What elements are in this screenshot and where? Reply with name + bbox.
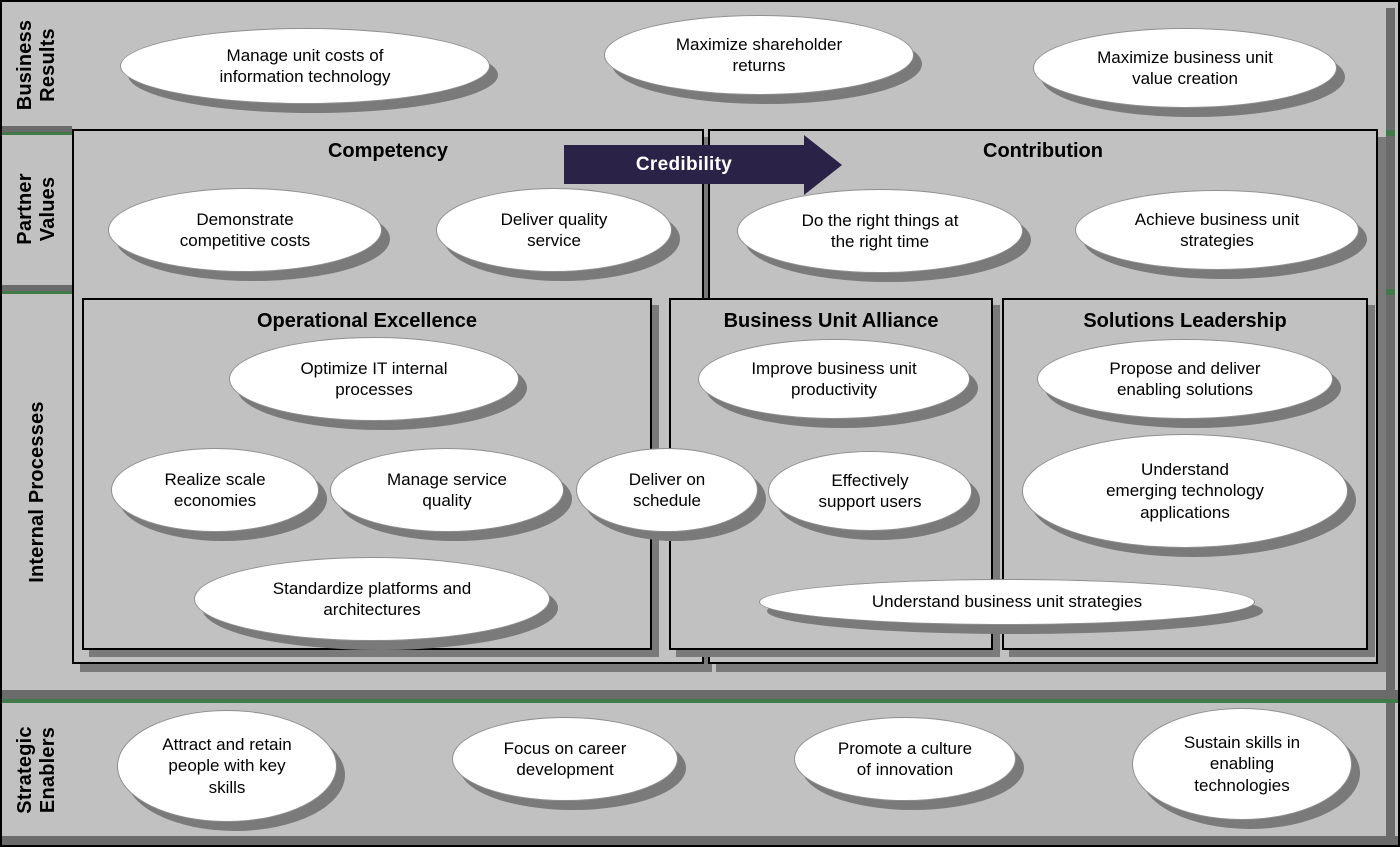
goal-maximize-business-unit-value-creation: Maximize business unit value creation	[1033, 28, 1337, 108]
contribution-heading: Contribution	[983, 140, 1103, 162]
band-separator	[2, 285, 72, 291]
goal-focus-on-career-development: Focus on career development	[452, 717, 678, 801]
band-bottom-edge	[2, 836, 1398, 845]
credibility-arrow-label: Credibility	[635, 153, 733, 175]
goal-realize-scale-economies: Realize scale economies	[111, 448, 319, 532]
competency-heading: Competency	[327, 140, 449, 162]
goal-understand-business-unit-strategies: Understand business unit strategies	[759, 579, 1255, 625]
goal-deliver-quality-service: Deliver quality service	[436, 188, 672, 272]
goal-understand-emerging-technology-applications: Understand emerging technology applicati…	[1022, 434, 1348, 548]
band-right-edge	[1386, 8, 1395, 838]
band-separator	[2, 291, 72, 294]
goal-optimize-it-internal-processes: Optimize IT internal processes	[229, 337, 519, 421]
credibility-arrow-head-icon	[804, 135, 842, 195]
business-unit-alliance-heading: Business Unit Alliance	[723, 310, 939, 332]
goal-maximize-shareholder-returns: Maximize shareholder returns	[604, 15, 914, 95]
goal-manage-service-quality: Manage service quality	[330, 448, 564, 532]
goal-improve-business-unit-productivity: Improve business unit productivity	[698, 339, 970, 419]
band-separator	[2, 690, 1398, 699]
operational-excellence-heading: Operational Excellence	[256, 310, 478, 332]
band-separator	[2, 132, 72, 135]
goal-demonstrate-competitive-costs: Demonstrate competitive costs	[108, 188, 382, 272]
band-separator	[1386, 130, 1395, 136]
goal-standardize-platforms-and-architectures: Standardize platforms and architectures	[194, 557, 550, 641]
goal-attract-and-retain-people-with-key-skills: Attract and retain people with key skill…	[117, 710, 337, 822]
goal-sustain-skills-in-enabling-technologies: Sustain skills in enabling technologies	[1132, 708, 1352, 820]
solutions-leadership-heading: Solutions Leadership	[1083, 310, 1287, 332]
credibility-arrow: Credibility	[564, 145, 804, 184]
goal-effectively-support-users: Effectively support users	[768, 451, 972, 531]
goal-deliver-on-schedule: Deliver on schedule	[576, 448, 758, 532]
goal-promote-a-culture-of-innovation: Promote a culture of innovation	[794, 717, 1016, 801]
goal-achieve-business-unit-strategies: Achieve business unit strategies	[1075, 190, 1359, 270]
goal-propose-and-deliver-enabling-solutions: Propose and deliver enabling solutions	[1037, 339, 1333, 419]
goal-do-the-right-things-at-the-right-time: Do the right things at the right time	[737, 189, 1023, 273]
band-separator	[2, 126, 72, 132]
goal-manage-unit-costs-of-information-technology: Manage unit costs of information technol…	[120, 28, 490, 104]
band-separator	[2, 699, 1398, 703]
band-separator	[1386, 289, 1395, 295]
